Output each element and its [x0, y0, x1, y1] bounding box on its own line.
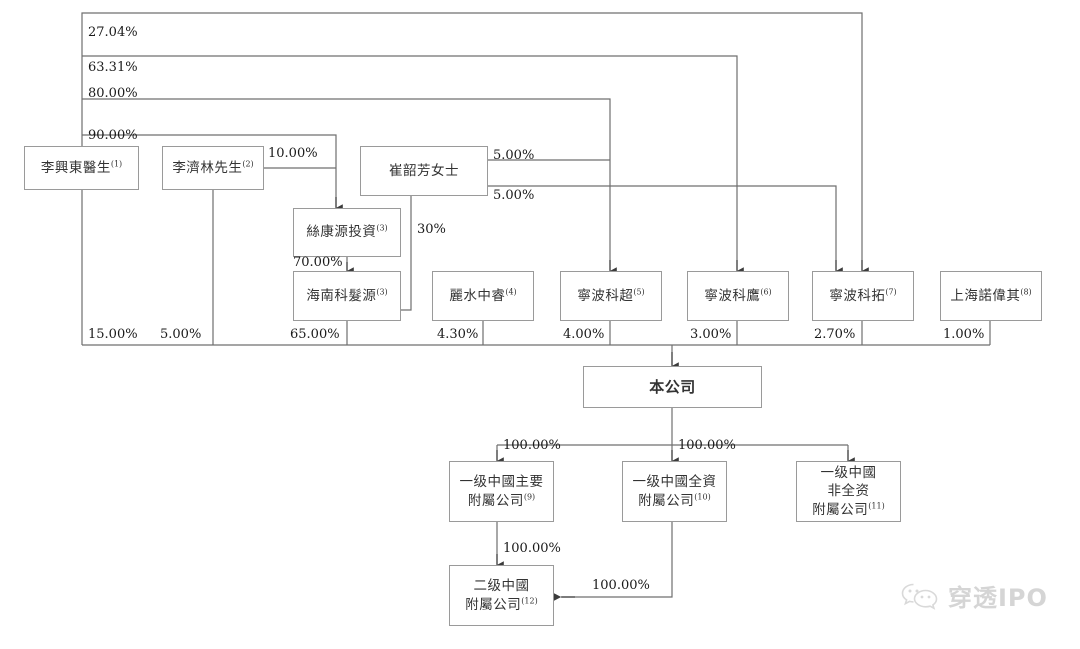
node-cui-shaofang-label: 崔韶芳女士 [389, 162, 459, 179]
node-tier1-major-note: (9) [523, 492, 536, 501]
node-ningbo-keying-note: (6) [760, 287, 772, 297]
node-li-jilin-note: (2) [242, 159, 254, 169]
edge-label-15-00: 15.00% [88, 327, 138, 342]
node-tier1-major-subsidiary[interactable]: 一级中國主要 附屬公司(9) [449, 461, 554, 522]
node-ningbo-kechao-note: (5) [633, 287, 645, 297]
node-tier1-wholly-line2: 附屬公司 [638, 492, 695, 509]
node-the-company[interactable]: 本公司 [583, 366, 762, 408]
watermark-text: 穿透IPO [948, 584, 1048, 612]
edge-label-2-70: 2.70% [814, 327, 856, 342]
edge-label-100-tier1-wholly: 100.00% [678, 438, 736, 453]
node-ningbo-kechao-label: 寧波科超 [577, 287, 634, 304]
node-lishui-zhongrui[interactable]: 麗水中睿(4) [432, 271, 534, 321]
node-hainan-kefayuan-label: 海南科髮源 [306, 287, 377, 304]
node-li-xingdong-label: 李興東醫生 [40, 159, 111, 176]
node-ningbo-keying[interactable]: 寧波科鷹(6) [687, 271, 789, 321]
node-lishui-zhongrui-note: (4) [505, 287, 517, 297]
node-hainan-kefayuan[interactable]: 海南科髮源(3) [293, 271, 401, 321]
node-shanghai-nuoweiqi[interactable]: 上海諾偉其(8) [940, 271, 1042, 321]
node-the-company-label: 本公司 [649, 377, 696, 396]
node-cui-shaofang[interactable]: 崔韶芳女士 [360, 146, 488, 196]
node-li-jilin[interactable]: 李濟林先生(2) [162, 146, 264, 190]
edge-label-10-00: 10.00% [268, 146, 318, 161]
edge-label-4-30: 4.30% [437, 327, 479, 342]
edge-label-70-00: 70.00% [293, 255, 343, 270]
node-ningbo-ketuo-note: (7) [885, 287, 897, 297]
edge-label-100-major-to-tier2: 100.00% [503, 541, 561, 556]
node-tier1-partial-line1: 一级中國 [820, 465, 877, 482]
node-ningbo-ketuo-label: 寧波科拓 [829, 287, 886, 304]
edge-label-90-00: 90.00% [88, 128, 138, 143]
node-tier2-note: (12) [521, 596, 538, 605]
edge-label-27-04: 27.04% [88, 25, 138, 40]
node-tier1-wholly-owned-subsidiary[interactable]: 一级中國全資 附屬公司(10) [622, 461, 727, 522]
node-tier1-partial-line3: 附屬公司 [812, 501, 869, 518]
node-tier2-subsidiary[interactable]: 二级中國 附屬公司(12) [449, 565, 554, 626]
node-shanghai-nuoweiqi-label: 上海諾偉其 [950, 287, 1021, 304]
node-tier1-partial-note: (11) [868, 501, 885, 511]
node-tier1-wholly-line1: 一级中國全資 [632, 474, 717, 491]
edge-label-1-00: 1.00% [943, 327, 985, 342]
node-tier1-major-line2: 附屬公司 [467, 492, 524, 509]
edge-label-80-00: 80.00% [88, 86, 138, 101]
edge-label-65-00: 65.00% [290, 327, 340, 342]
wechat-icon [901, 583, 938, 610]
edge-label-100-wholly-to-tier2: 100.00% [592, 578, 650, 593]
edge-label-100-tier1-major: 100.00% [503, 438, 561, 453]
edge-label-5-00-kechao: 5.00% [493, 148, 535, 163]
node-lishui-zhongrui-label: 麗水中睿 [449, 287, 506, 304]
node-li-xingdong[interactable]: 李興東醫生(1) [24, 146, 139, 190]
node-tier1-wholly-note: (10) [694, 492, 711, 501]
node-ningbo-ketuo[interactable]: 寧波科拓(7) [812, 271, 914, 321]
node-sikangyuan-investment[interactable]: 絲康源投資(3) [293, 208, 401, 257]
edge-label-5-00-ketuo: 5.00% [493, 188, 535, 203]
node-tier1-partially-owned-subsidiary[interactable]: 一级中國 非全资 附屬公司(11) [796, 461, 901, 522]
node-li-xingdong-note: (1) [110, 159, 123, 169]
node-sikangyuan-note: (3) [376, 223, 388, 233]
node-shanghai-nuoweiqi-note: (8) [1020, 287, 1032, 297]
node-tier2-line1: 二级中國 [473, 578, 530, 595]
node-tier2-line2: 附屬公司 [465, 596, 522, 613]
edge-label-5-00-jilin: 5.00% [160, 327, 202, 342]
node-sikangyuan-label: 絲康源投資 [306, 224, 377, 241]
edge-label-4-00: 4.00% [563, 327, 605, 342]
watermark: 穿透IPO [900, 578, 1048, 613]
node-hainan-kefayuan-note: (3) [376, 287, 388, 297]
edge-label-3-00: 3.00% [690, 327, 732, 342]
edge-label-63-31: 63.31% [88, 60, 138, 75]
node-ningbo-kechao[interactable]: 寧波科超(5) [560, 271, 662, 321]
edge-label-30: 30% [417, 222, 446, 237]
node-li-jilin-label: 李濟林先生 [172, 159, 243, 176]
node-tier1-major-line1: 一级中國主要 [459, 474, 544, 491]
node-tier1-partial-line2: 非全资 [827, 483, 870, 500]
node-ningbo-keying-label: 寧波科鷹 [704, 287, 761, 304]
